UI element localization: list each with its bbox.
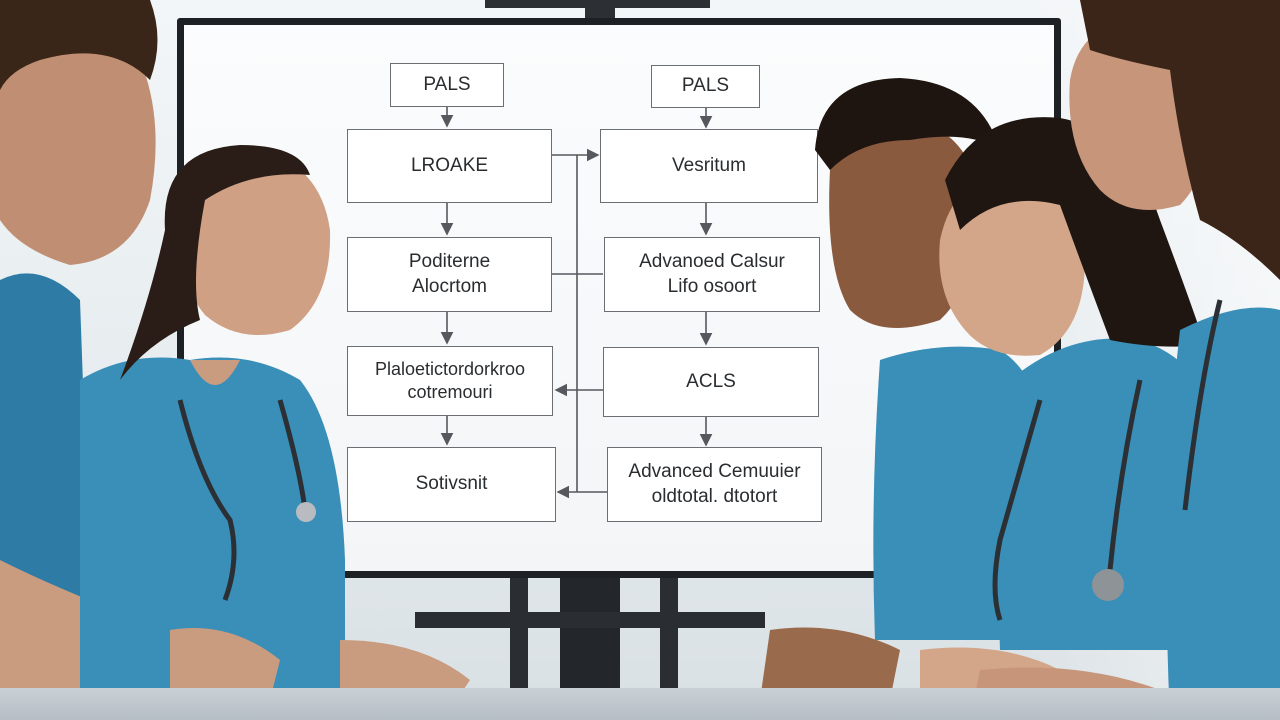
flowchart-box-label: Advanoed Calsur xyxy=(639,250,785,272)
monitor-stand-leg-right xyxy=(660,578,678,700)
flowchart-box-label: LROAKE xyxy=(410,154,489,176)
flowchart-box-label: ACLS xyxy=(686,370,736,392)
monitor-stand-column xyxy=(560,578,620,700)
flowchart-box-label: Poditerne xyxy=(408,250,491,272)
ceiling-mount xyxy=(485,0,710,8)
flowchart-box-right-3: ACLS xyxy=(603,347,819,417)
conference-table xyxy=(0,688,1280,720)
flowchart-box-left-4: Sotivsnit xyxy=(347,447,556,522)
flowchart-box-label: Alocrtom xyxy=(412,275,487,297)
flowchart-box-left-3: Plaloetictordorkroo cotremouri xyxy=(347,346,553,416)
flowchart-box-label: oldtotal. dtotort xyxy=(651,485,778,507)
flowchart-box-pals-left: PALS xyxy=(390,63,504,107)
flowchart-box-label: PALS xyxy=(423,73,471,95)
flowchart-box-label: PALS xyxy=(681,75,730,97)
flowchart-box-right-4: Advanced Cemuuier oldtotal. dtotort xyxy=(607,447,822,522)
flowchart-box-right-1: Vesritum xyxy=(600,129,818,203)
flowchart-box-left-1: LROAKE xyxy=(347,129,552,203)
flowchart-box-label: Lifo osoort xyxy=(667,275,757,297)
flowchart-box-label: Sotivsnit xyxy=(415,473,488,495)
monitor-stand-leg-left xyxy=(510,578,528,700)
flowchart-box-label: Advanced Cemuuier xyxy=(628,460,801,482)
flowchart-box-pals-right: PALS xyxy=(651,65,760,108)
flowchart-box-label: Plaloetictordorkroo xyxy=(374,358,526,379)
flowchart-box-right-2: Advanoed Calsur Lifo osoort xyxy=(604,237,820,312)
flowchart-box-label: Vesritum xyxy=(672,154,746,176)
flowchart-box-label: cotremouri xyxy=(407,382,493,402)
flowchart-box-left-2: Poditerne Alocrtom xyxy=(347,237,552,312)
monitor-stand-crossbar xyxy=(415,612,765,628)
